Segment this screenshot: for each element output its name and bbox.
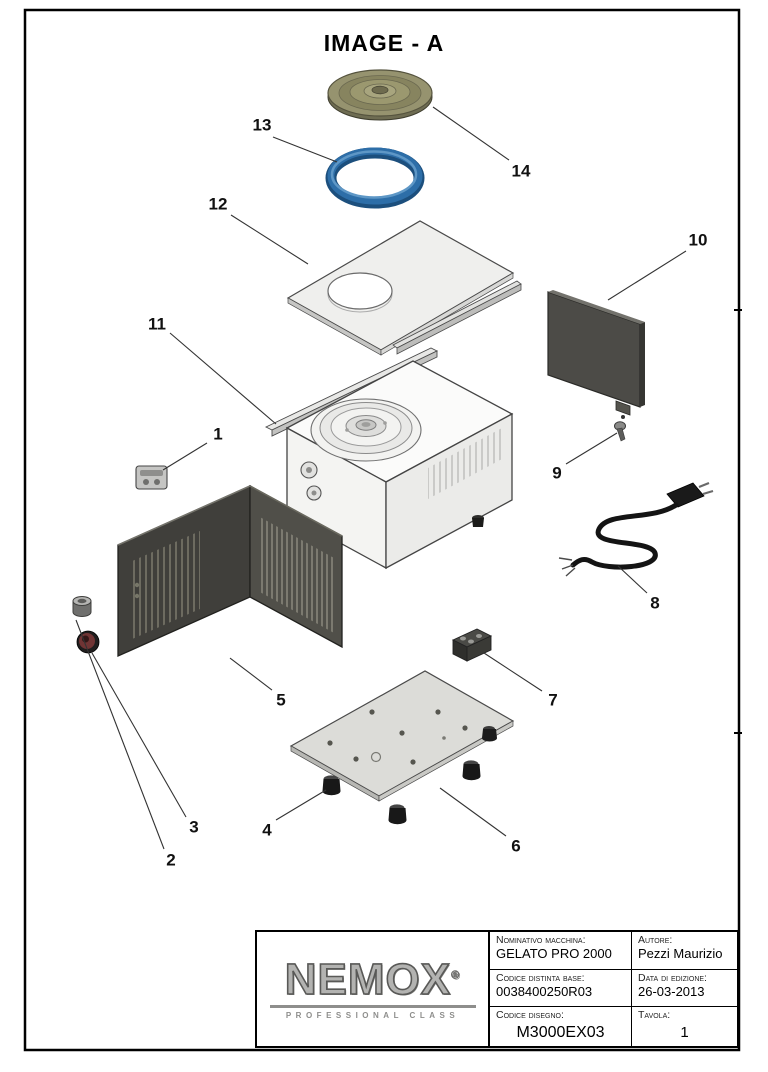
edition-date-cell: Data di edizione: 26-03-2013 [631, 969, 737, 1006]
part-8-power-cord-drawing [558, 481, 714, 577]
part-5-body-panel-drawing [117, 484, 343, 658]
page-border [23, 8, 742, 1052]
machine-body-drawing [285, 360, 514, 570]
brand-tagline: PROFESSIONAL CLASS [285, 1011, 460, 1020]
part-10-side-panel-drawing [547, 290, 645, 419]
foot [462, 760, 481, 781]
machine-name-value: GELATO PRO 2000 [496, 946, 612, 962]
edition-date-value: 26-03-2013 [638, 984, 705, 1000]
part-12-top-panel-drawing [286, 220, 515, 356]
bom-code-value: 0038400250R03 [496, 984, 593, 1000]
leader-lines [75, 106, 687, 850]
part-label-10: 10 [688, 230, 708, 250]
part-label-4: 4 [262, 820, 272, 840]
machine-name-cell: Nominativo macchina: GELATO PRO 2000 [490, 932, 631, 969]
rear-rail-drawing [392, 280, 522, 355]
part-label-5: 5 [276, 690, 286, 710]
part-label-13: 13 [252, 115, 272, 135]
part-7-terminal-block-drawing [451, 628, 493, 662]
part-label-8: 8 [650, 593, 660, 613]
part-6-base-plate-drawing [289, 670, 515, 825]
brand-name: NEMOX® [284, 955, 461, 1004]
page-title: IMAGE - A [323, 30, 445, 56]
author-value: Pezzi Maurizio [638, 946, 723, 962]
part-label-3: 3 [189, 817, 199, 837]
part-label-1: 1 [213, 424, 223, 444]
brand-text: NEMOX [284, 955, 452, 1004]
drawing-code-cell: Codice disegno: M3000EX03 [490, 1006, 631, 1046]
part-14-lid-drawing [327, 69, 433, 121]
title-block: NEMOX® PROFESSIONAL CLASS Nominativo mac… [255, 930, 739, 1048]
bom-code-label: Codice distinta base: [496, 972, 585, 984]
brand-trademark: ® [451, 969, 461, 982]
part-label-14: 14 [511, 161, 531, 181]
author-label: Autore: [638, 934, 673, 946]
part-2-bushing-drawing [72, 596, 92, 617]
drawing-code-label: Codice disegno: [496, 1009, 564, 1021]
panel-vents [130, 531, 200, 640]
part-label-2: 2 [166, 850, 176, 870]
foot [322, 775, 341, 796]
part-1-relay-drawing [135, 465, 168, 490]
part-label-6: 6 [511, 836, 521, 856]
brand-rule [269, 1005, 476, 1008]
foot [388, 804, 407, 825]
part-9-screw-drawing [614, 421, 626, 442]
part-label-12: 12 [208, 194, 228, 214]
machine-name-label: Nominativo macchina: [496, 934, 586, 946]
author-cell: Autore: Pezzi Maurizio [631, 932, 737, 969]
machine-vents [428, 428, 502, 499]
brand-logo: NEMOX® PROFESSIONAL CLASS [257, 932, 490, 1046]
part-label-7: 7 [548, 690, 558, 710]
edition-date-label: Data di edizione: [638, 972, 707, 984]
panel-vents [258, 516, 334, 633]
drawing-code-value: M3000EX03 [516, 1024, 605, 1042]
part-label-9: 9 [552, 463, 562, 483]
bom-code-cell: Codice distinta base: 0038400250R03 [490, 969, 631, 1006]
part-label-11: 11 [148, 314, 166, 334]
part-13-gasket-drawing [325, 147, 425, 209]
table-number-cell: Tavola: 1 [631, 1006, 737, 1046]
table-number-label: Tavola: [638, 1009, 671, 1021]
table-number-value: 1 [680, 1024, 689, 1042]
